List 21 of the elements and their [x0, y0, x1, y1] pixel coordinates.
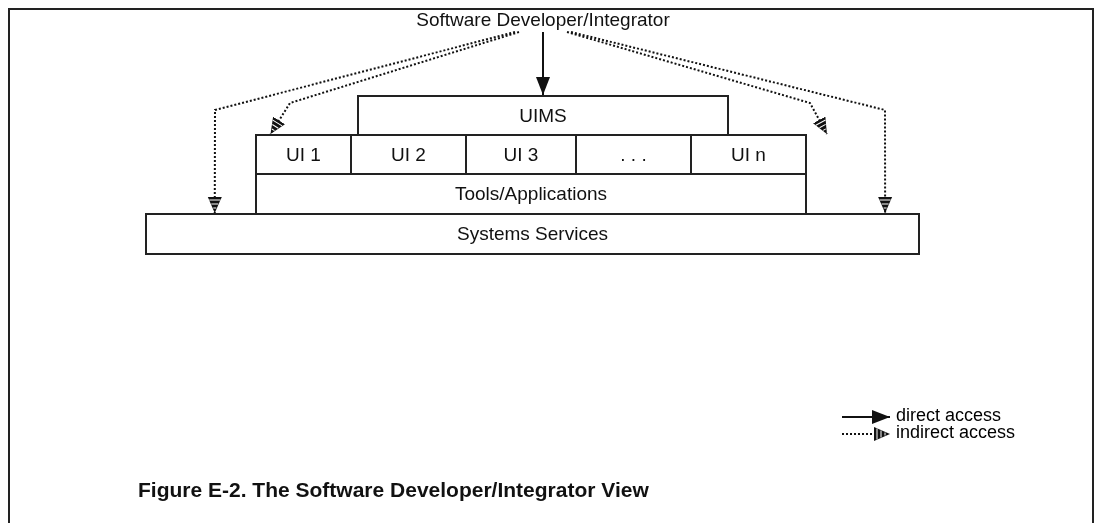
dotted-arrow — [566, 31, 828, 135]
caption: Figure E-2. The Software Developer/Integrator View — [138, 478, 649, 502]
layer-label: Tools/Applications — [454, 183, 608, 205]
layer-label: . . . — [620, 143, 647, 166]
layer-box — [255, 134, 352, 175]
arrow — [536, 31, 550, 96]
layer-label: UI 3 — [503, 143, 539, 166]
layer-label: UIMS — [519, 104, 567, 127]
dotted-arrow — [207, 31, 516, 214]
layer-box — [145, 213, 920, 255]
layer-label: UI 1 — [286, 143, 321, 166]
dotted-arrow — [570, 31, 893, 214]
layer-label: UI 2 — [391, 143, 426, 166]
legend-text: direct access — [896, 406, 1002, 424]
layer-box — [255, 173, 807, 215]
layer-label: Systems Services — [457, 223, 608, 245]
heading-text: Software Developer/Integrator — [416, 9, 670, 31]
layer-label: UI n — [731, 143, 766, 166]
layer-box — [357, 95, 729, 136]
dotted-arrow — [269, 31, 520, 135]
legend-text: indirect access — [896, 423, 1016, 441]
